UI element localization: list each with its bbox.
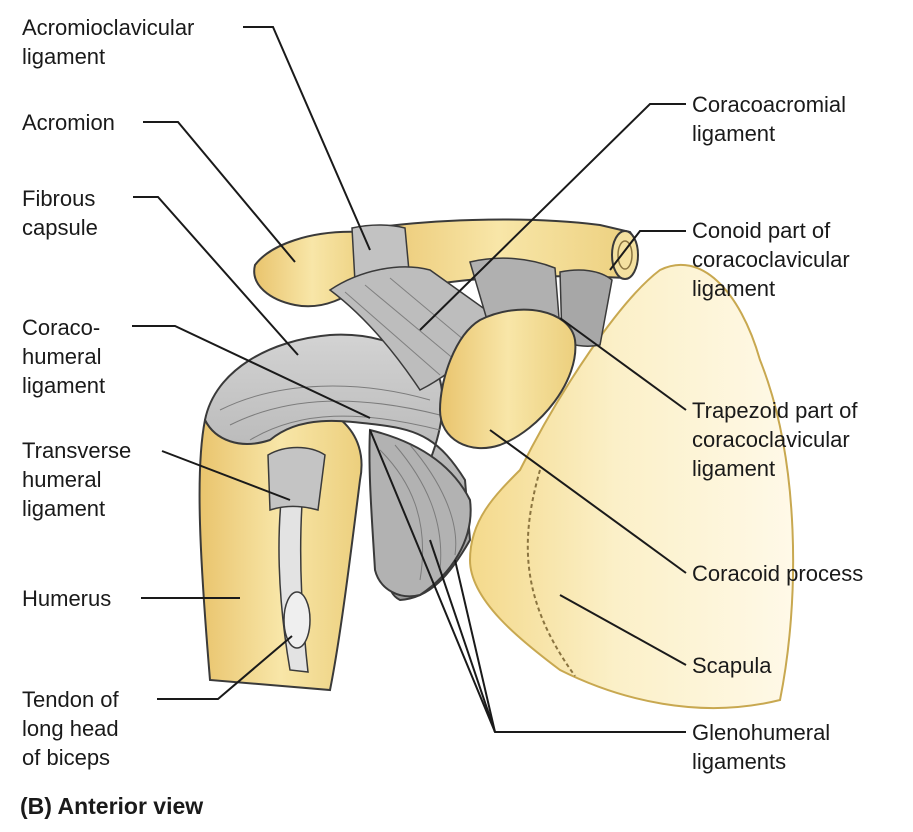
leader-acromion (143, 122, 295, 262)
label-transverse-humeral-ligament: Transverse humeral ligament (22, 436, 131, 523)
transverse-humeral-ligament-shape (268, 448, 325, 511)
label-coracoid-process: Coracoid process (692, 559, 863, 588)
label-conoid-part: Conoid part of coracoclavicular ligament (692, 216, 850, 303)
leader-acromioclavicular (243, 27, 370, 250)
label-acromioclavicular-ligament: Acromioclavicular ligament (22, 13, 194, 71)
label-coracohumeral-ligament: Coraco- humeral ligament (22, 313, 105, 400)
figure-caption: (B) Anterior view (20, 793, 203, 820)
label-acromion: Acromion (22, 108, 115, 137)
label-fibrous-capsule: Fibrous capsule (22, 184, 98, 242)
label-trapezoid-part: Trapezoid part of coracoclavicular ligam… (692, 396, 858, 483)
label-glenohumeral-ligaments: Glenohumeral ligaments (692, 718, 830, 776)
label-humerus: Humerus (22, 584, 111, 613)
label-tendon-of-long-head-of-biceps: Tendon of long head of biceps (22, 685, 119, 772)
label-scapula: Scapula (692, 651, 772, 680)
label-coracoacromial-ligament: Coracoacromial ligament (692, 90, 846, 148)
